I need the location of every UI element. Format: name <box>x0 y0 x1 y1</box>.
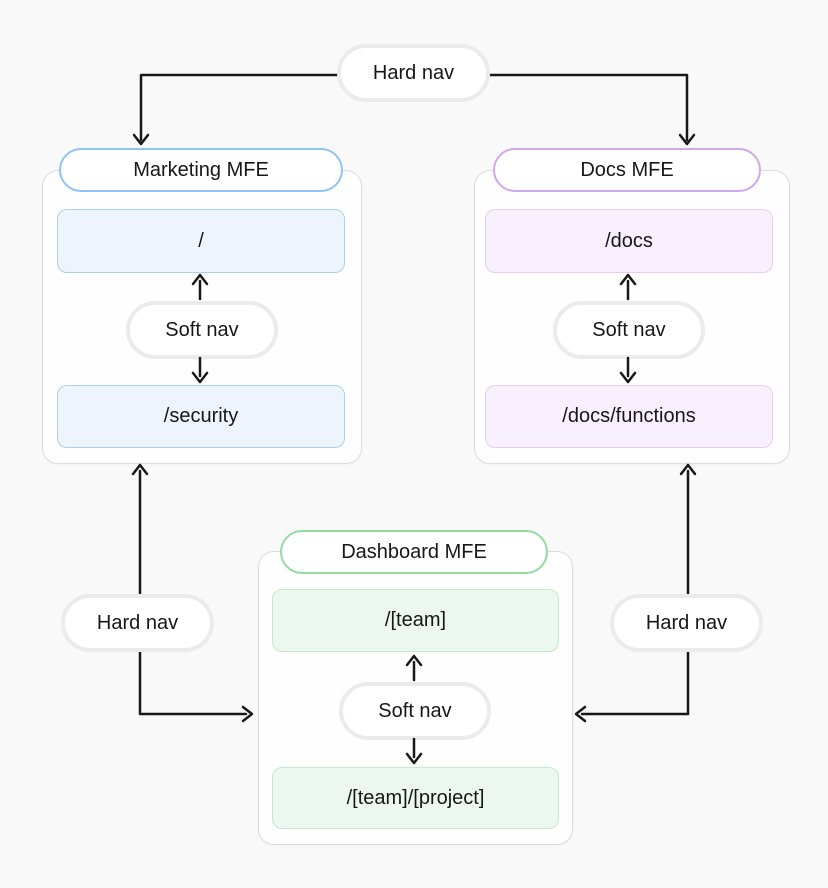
arrow-topnav-to-docs <box>488 73 689 142</box>
dashboard-route-team: /[team] <box>272 589 559 652</box>
docs-soft-nav-pill: Soft nav <box>553 301 705 359</box>
dashboard-mfe-container: Dashboard MFE /[team] Soft nav /[team]/[… <box>258 530 573 845</box>
docs-mfe-container: Docs MFE /docs Soft nav /docs/functions <box>474 148 790 464</box>
marketing-route-security: /security <box>57 385 345 448</box>
arrowhead-rightnav-to-docs <box>679 463 697 476</box>
hard-nav-right-label: Hard nav <box>645 611 728 634</box>
dashboard-route-team-project: /[team]/[project] <box>272 767 559 829</box>
docs-soft-nav-label: Soft nav <box>592 318 666 341</box>
hard-nav-top-label: Hard nav <box>372 61 455 84</box>
arrowhead-rightnav-to-dashboard <box>574 705 587 723</box>
arrowhead-topnav-to-marketing <box>132 133 150 146</box>
dashboard-mfe-title: Dashboard MFE <box>341 540 487 563</box>
docs-route-docs: /docs <box>485 209 773 273</box>
docs-mfe-title-pill: Docs MFE <box>493 148 761 192</box>
marketing-route-root: / <box>57 209 345 273</box>
hard-nav-left-pill: Hard nav <box>61 594 214 652</box>
hard-nav-left-label: Hard nav <box>96 611 179 634</box>
arrow-topnav-to-marketing <box>139 73 339 142</box>
hard-nav-top-pill: Hard nav <box>337 44 490 102</box>
arrowhead-leftnav-to-dashboard <box>241 705 254 723</box>
docs-route-functions: /docs/functions <box>485 385 773 448</box>
marketing-soft-nav-label: Soft nav <box>165 318 239 341</box>
arrowhead-leftnav-to-marketing <box>131 463 149 476</box>
marketing-mfe-title-pill: Marketing MFE <box>59 148 343 192</box>
arrow-rightnav-to-dashboard <box>580 650 690 716</box>
arrowhead-topnav-to-docs <box>678 133 696 146</box>
dashboard-mfe-title-pill: Dashboard MFE <box>280 530 548 574</box>
arrow-leftnav-to-dashboard <box>138 650 248 716</box>
dashboard-soft-nav-pill: Soft nav <box>339 682 491 740</box>
dashboard-soft-nav-label: Soft nav <box>378 699 452 722</box>
hard-nav-right-pill: Hard nav <box>610 594 763 652</box>
docs-mfe-title: Docs MFE <box>580 158 674 181</box>
marketing-soft-nav-pill: Soft nav <box>126 301 278 359</box>
marketing-mfe-container: Marketing MFE / Soft nav /security <box>42 148 362 464</box>
marketing-mfe-title: Marketing MFE <box>133 158 269 181</box>
